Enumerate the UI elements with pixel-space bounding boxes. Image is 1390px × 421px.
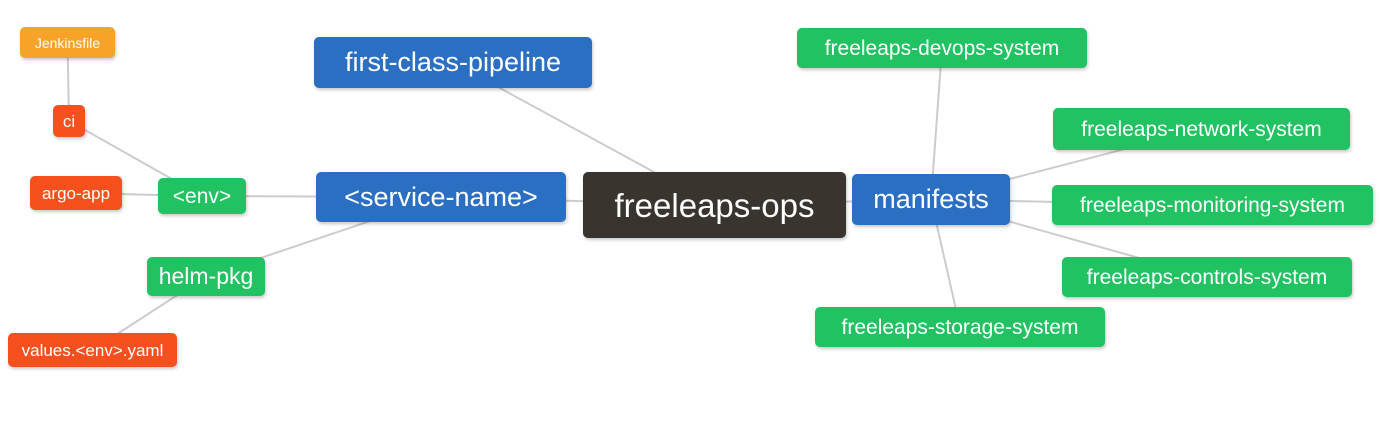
node-values-env-yaml[interactable]: values.<env>.yaml [8, 333, 177, 367]
node-freeleaps-devops-system[interactable]: freeleaps-devops-system [797, 28, 1087, 68]
node-manifests[interactable]: manifests [852, 174, 1010, 225]
node-first-class-pipeline[interactable]: first-class-pipeline [314, 37, 592, 88]
node-freeleaps-storage-system[interactable]: freeleaps-storage-system [815, 307, 1105, 347]
node-helm-pkg[interactable]: helm-pkg [147, 257, 265, 296]
node-ci[interactable]: ci [53, 105, 85, 137]
node-freeleaps-network-system[interactable]: freeleaps-network-system [1053, 108, 1350, 150]
node-env[interactable]: <env> [158, 178, 246, 214]
node-jenkinsfile[interactable]: Jenkinsfile [20, 27, 115, 58]
node-argo-app[interactable]: argo-app [30, 176, 122, 210]
node-freeleaps-ops[interactable]: freeleaps-ops [583, 172, 846, 238]
node-freeleaps-controls-system[interactable]: freeleaps-controls-system [1062, 257, 1352, 297]
node-freeleaps-monitoring-system[interactable]: freeleaps-monitoring-system [1052, 185, 1373, 225]
node-service-name[interactable]: <service-name> [316, 172, 566, 222]
